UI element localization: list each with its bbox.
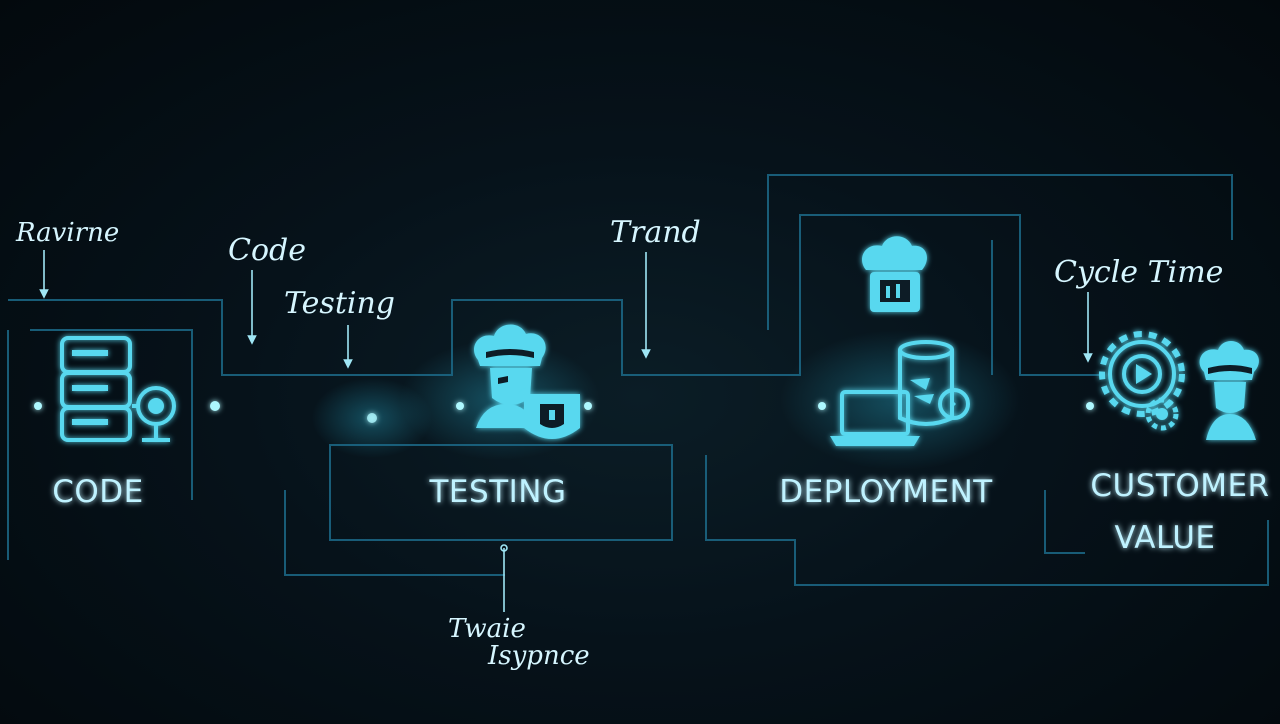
webcam-icon	[132, 386, 176, 442]
server-stack-icon	[60, 336, 132, 442]
annotation-cycle-time: Cycle Time	[1054, 255, 1223, 290]
annotation-testing: Testing	[284, 286, 395, 321]
shield-icon	[524, 394, 580, 439]
stage-label-code: CODE	[52, 474, 144, 510]
annotation-pointers	[39, 250, 1093, 612]
database-icon	[898, 340, 970, 426]
circuit-frames	[7, 174, 1269, 586]
gear-play-icon	[1099, 331, 1185, 417]
stage-label-testing: TESTING	[429, 474, 567, 510]
chef-icon	[473, 324, 546, 428]
annotation-bottom-line2: Isypnce	[487, 641, 590, 671]
annotation-code: Code	[228, 233, 306, 268]
annotation-bottom-line1: Twaie	[448, 614, 526, 644]
flow-nodes	[34, 401, 1094, 423]
chef-hat-icon	[861, 236, 927, 312]
stage-label-customer-value-line2: VALUE	[1115, 520, 1216, 556]
annotation-review: Ravirne	[15, 218, 119, 248]
chef-avatar-icon	[1199, 341, 1259, 440]
annotation-trend: Trand	[610, 215, 701, 250]
stage-label-deployment: DEPLOYMENT	[779, 474, 993, 510]
small-gear-icon	[1145, 397, 1179, 431]
stage-label-customer-value-line1: CUSTOMER	[1090, 468, 1269, 504]
laptop-icon	[830, 390, 920, 446]
